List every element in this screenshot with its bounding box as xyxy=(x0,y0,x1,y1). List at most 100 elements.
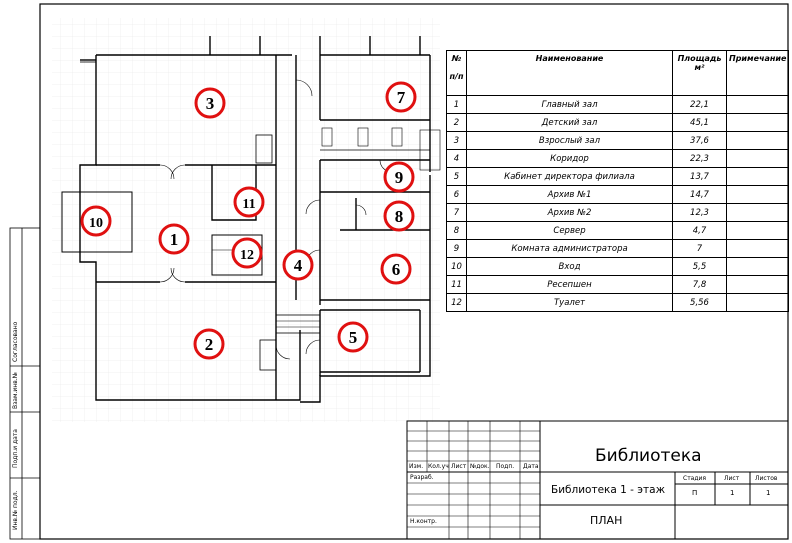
cell-name: Детский зал xyxy=(466,113,673,132)
project-title: Библиотека xyxy=(595,446,702,466)
stamp-replaced: Взам.инв.№ xyxy=(12,372,19,409)
room-marker: 1 xyxy=(158,223,190,255)
sheet-label: Лист xyxy=(724,475,740,482)
room-marker: 2 xyxy=(193,328,225,360)
cell-name: Туалет xyxy=(466,293,673,312)
cell-note xyxy=(726,203,789,222)
cell-area: 45,1 xyxy=(672,113,727,132)
room-marker: 4 xyxy=(282,249,314,281)
cell-note xyxy=(726,185,789,204)
header-name: Наименование xyxy=(466,50,673,96)
sheets-value: 1 xyxy=(766,489,771,497)
cell-note xyxy=(726,113,789,132)
cell-area: 14,7 xyxy=(672,185,727,204)
room-marker-label: 11 xyxy=(242,197,255,212)
cell-note xyxy=(726,167,789,186)
cell-area: 37,6 xyxy=(672,131,727,150)
cell-note xyxy=(726,239,789,258)
room-marker-label: 3 xyxy=(206,94,215,113)
stage-value: П xyxy=(692,489,698,497)
cell-name: Кабинет директора филиала xyxy=(466,167,673,186)
cell-note xyxy=(726,95,789,114)
room-marker-label: 1 xyxy=(170,230,179,249)
cell-note xyxy=(726,149,789,168)
cell-no: 2 xyxy=(446,113,467,132)
nkontr-label: Н.контр. xyxy=(410,518,437,525)
room-marker-label: 10 xyxy=(89,216,103,231)
stamp-sign-date: Подп.и дата xyxy=(12,429,19,468)
room-marker: 11 xyxy=(233,186,265,218)
stage-label: Стадия xyxy=(683,475,707,482)
room-marker-label: 7 xyxy=(397,88,406,107)
cell-area: 5,5 xyxy=(672,257,727,276)
cell-no: 10 xyxy=(446,257,467,276)
cell-area: 22,3 xyxy=(672,149,727,168)
room-marker-label: 12 xyxy=(240,248,254,263)
col-izm: Изм. xyxy=(409,463,424,470)
room-marker: 8 xyxy=(383,200,415,232)
stamp-agreed: Согласовано xyxy=(12,321,19,362)
col-podp: Подп. xyxy=(496,463,515,470)
room-marker: 12 xyxy=(231,237,263,269)
cell-name: Главный зал xyxy=(466,95,673,114)
room-marker-label: 6 xyxy=(392,260,401,279)
room-marker-label: 8 xyxy=(395,207,404,226)
cell-name: Вход xyxy=(466,257,673,276)
cell-no: 3 xyxy=(446,131,467,150)
col-ndok: №док. xyxy=(470,463,490,470)
stamp-inv-orig: Инв.№ подл. xyxy=(12,490,19,531)
cell-area: 7 xyxy=(672,239,727,258)
cell-note xyxy=(726,131,789,150)
header-note: Примечание xyxy=(726,50,789,96)
col-data: Дата xyxy=(523,463,539,470)
col-kol: Кол.уч xyxy=(428,463,449,470)
cell-area: 13,7 xyxy=(672,167,727,186)
floor-plan xyxy=(61,36,431,403)
cell-no: 7 xyxy=(446,203,467,222)
cell-no: 5 xyxy=(446,167,467,186)
room-marker-label: 4 xyxy=(294,256,303,275)
razrab-label: Разраб. xyxy=(410,474,434,481)
sheet-title: Библиотека 1 - этаж xyxy=(551,484,666,496)
cell-name: Ресепшен xyxy=(466,275,673,294)
cell-name: Сервер xyxy=(466,221,673,240)
cell-no: 9 xyxy=(446,239,467,258)
side-stamp xyxy=(9,227,41,540)
cell-area: 22,1 xyxy=(672,95,727,114)
cell-area: 5,56 xyxy=(672,293,727,312)
cell-note xyxy=(726,257,789,276)
room-marker: 10 xyxy=(80,205,112,237)
room-marker: 9 xyxy=(383,161,415,193)
cell-area: 7,8 xyxy=(672,275,727,294)
room-marker-label: 9 xyxy=(395,168,404,187)
cell-note xyxy=(726,293,789,312)
sheet-value: 1 xyxy=(730,489,735,497)
cell-area: 12,3 xyxy=(672,203,727,222)
col-list: Лист xyxy=(451,463,467,470)
cell-no: 6 xyxy=(446,185,467,204)
cell-name: Комната администратора xyxy=(466,239,673,258)
drawing-title: ПЛАН xyxy=(590,514,623,527)
cell-note xyxy=(726,275,789,294)
cell-no: 8 xyxy=(446,221,467,240)
room-marker: 5 xyxy=(337,321,369,353)
cell-name: Коридор xyxy=(466,149,673,168)
sheets-label: Листов xyxy=(755,475,778,482)
cell-no: 12 xyxy=(446,293,467,312)
